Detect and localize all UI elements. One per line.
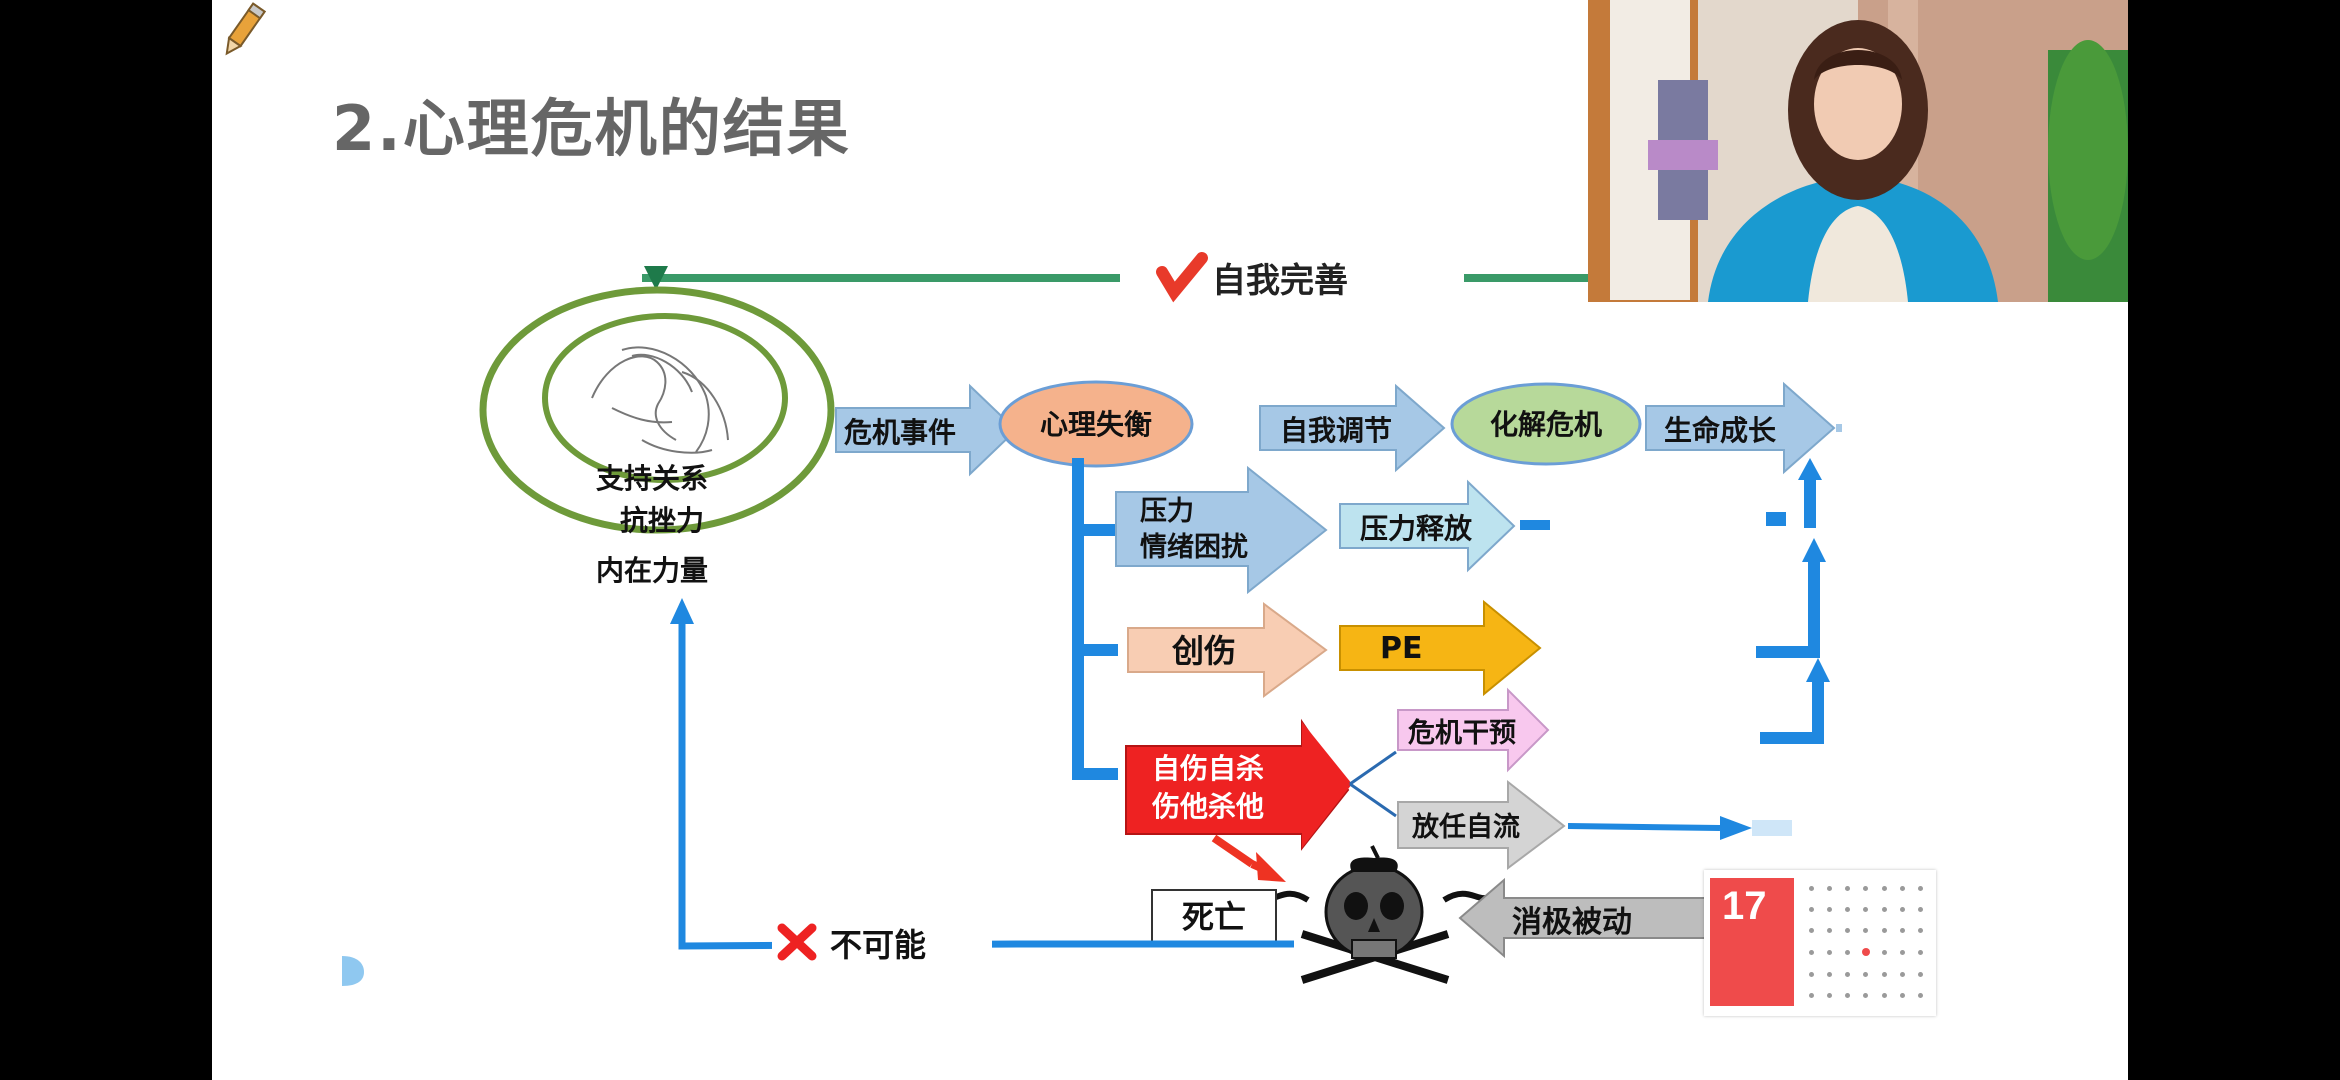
drift-arrow: 放任自流 [1397,779,1566,870]
label-crisis-event: 危机事件 [844,416,956,449]
branch-connectors [1072,458,1118,780]
skull-icon [1267,845,1487,984]
resolve-oval: 化解危机 [1450,382,1642,466]
stress-arrow: 压力 情绪困扰 [1115,465,1328,595]
label-inner-strength: 内在力量 [596,554,708,587]
calendar-grid [1804,882,1928,1002]
slide: 2.心理危机的结果 自我完善 [212,0,2128,1080]
self-harm-arrow: 自伤自杀 伤他杀他 [1125,718,1352,851]
support-circle: 支持关系 抗挫力 内在力量 [479,286,835,587]
drift-out-arrow [1567,816,1792,840]
checkmark-icon [1156,252,1208,303]
pe-arrow: PE [1339,599,1542,697]
calendar-day: 17 [1722,884,1767,928]
label-impossible: 不可能 [830,926,926,964]
growth-arrow: 生命成长 [1645,381,1842,475]
slide-title: 2.心理危机的结果 [332,92,851,165]
label-emotional-distress: 情绪困扰 [1140,532,1248,563]
down-triangle-icon [644,266,668,290]
self-improvement-feedback: 自我完善 [642,252,1588,303]
label-passive: 消极被动 [1512,905,1632,940]
return-loop: 不可能 [342,598,1294,986]
label-harm-others: 伤他杀他 [1151,790,1264,823]
label-trauma: 创伤 [1171,632,1236,670]
label-self-harm: 自伤自杀 [1152,752,1264,785]
pencil-icon[interactable] [212,0,272,60]
intervention-arrow: 危机干预 [1397,687,1550,773]
calendar-date-panel: 17 [1710,878,1794,1006]
label-self-improvement: 自我完善 [1212,261,1348,301]
label-resolve: 化解危机 [1490,408,1602,441]
self-adjust-arrow: 自我调节 [1259,383,1446,473]
label-drift: 放任自流 [1411,811,1520,843]
crisis-outcome-diagram: 自我完善 支持关系 抗挫力 内在力量 危机事件 心理 [342,252,1842,986]
label-stress: 压力 [1140,496,1194,527]
label-imbalance: 心理失衡 [1040,408,1152,441]
label-self-adjust: 自我调节 [1280,414,1392,447]
label-resilience: 抗挫力 [620,504,704,537]
passive-arrow: 消极被动 [1458,877,1717,959]
label-growth: 生命成长 [1664,414,1776,447]
calendar-widget[interactable]: 17 [1704,870,1936,1016]
label-stress-release: 压力释放 [1360,512,1473,545]
resolve-connectors [1520,458,1830,744]
presenter-video-icon [1588,0,2128,302]
crisis-event-arrow: 危机事件 [835,383,1018,477]
trauma-arrow: 创伤 [1127,602,1328,698]
cross-icon [777,923,817,961]
calendar-today-marker [1861,948,1870,957]
label-intervention: 危机干预 [1408,717,1516,749]
stress-release-arrow: 压力释放 [1339,479,1516,573]
red-pointer-arrow [1211,834,1286,882]
label-support: 支持关系 [596,462,708,495]
webcam-video[interactable] [1588,0,2128,302]
split-lines [1349,750,1397,818]
death-box: 死亡 [1151,889,1277,943]
label-pe: PE [1380,631,1422,666]
imbalance-oval: 心理失衡 [998,380,1194,468]
label-death: 死亡 [1182,898,1246,936]
figure-sketch-icon [591,346,729,454]
